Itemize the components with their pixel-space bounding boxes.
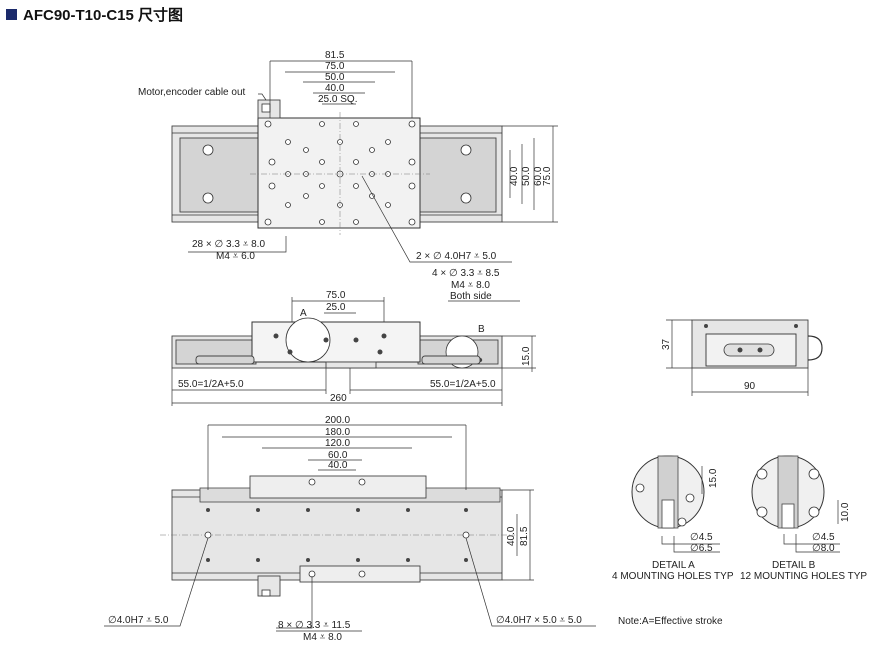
bottom-dim-180: 180.0 [325,427,350,438]
side-note-1: 4 × ∅ 3.3 ⩡ 8.5 [432,268,500,279]
front-carriage [251,321,421,363]
top-dim-25-sq: 25.0 SQ. [318,94,357,105]
front-dim-right: 55.0=1/2A+5.0 [430,379,496,390]
bottom-pin-left: ∅4.0H7 ⩡ 5.0 [108,615,169,626]
top-holes-note-1: 28 × ∅ 3.3 ⩡ 8.0 [192,239,265,250]
bottom-dim-200: 200.0 [325,415,350,426]
front-dim-left: 55.0=1/2A+5.0 [178,379,244,390]
top-dim-50-0: 50.0 [325,72,345,83]
detail-b: 10.0 ∅4.5 ∅8.0 DETAIL B 12 MOUNTING HOLE… [740,455,867,582]
front-dim-15: 15.0 [521,346,532,366]
top-dim-v-50: 50.0 [521,166,532,186]
front-dim-25: 25.0 [326,302,346,313]
end-dim-90: 90 [744,381,756,392]
detail-a-dim-15: 15.0 [708,468,719,488]
side-note-2: M4 ⩡ 8.0 [451,280,490,291]
label-a: A [300,308,307,319]
top-rail-right-window [419,137,497,213]
detail-b-d1: ∅4.5 [812,532,835,543]
detail-b-d2: ∅8.0 [812,543,835,554]
bottom-holes-note-2: M4 ⩡ 8.0 [303,632,342,643]
cable-label: Motor,encoder cable out [138,87,246,98]
top-holes-note-2: M4 ⩡ 6.0 [216,251,255,262]
bottom-dim-40: 40.0 [328,460,348,471]
detail-a-circle [285,317,331,363]
detail-a-d2: ∅6.5 [690,543,713,554]
detail-a-title: DETAIL A [652,560,695,571]
top-dim-v-75: 75.0 [542,166,553,186]
drawing-title: AFC90-T10-C15 尺寸图 [6,4,183,25]
top-dim-81-5: 81.5 [325,50,345,61]
title-text: AFC90-T10-C15 尺寸图 [23,7,184,24]
bottom-dim-v-81-5: 81.5 [519,526,530,546]
bottom-carriage-top [249,475,427,499]
bottom-holes-note-1: 8 × ∅ 3.3 ⩡ 11.5 [278,620,351,631]
bottom-dim-120: 120.0 [325,438,350,449]
detail-b-title: DETAIL B [772,560,816,571]
end-dim-37: 37 [661,338,672,350]
top-carriage-holes [264,120,416,226]
detail-a-d1: ∅4.5 [690,532,713,543]
front-view: A B 75.0 25.0 55.0=1/2A+5.0 55.0=1/2A+5.… [171,290,536,406]
side-note-3: Both side [450,291,492,302]
bottom-pin-right: ∅4.0H7 × 5.0 ⩡ 5.0 [496,615,582,626]
front-dim-75: 75.0 [326,290,346,301]
bottom-dim-v-40: 40.0 [506,526,517,546]
top-dim-75-0: 75.0 [325,61,345,72]
detail-b-dim-10: 10.0 [840,502,851,522]
label-b: B [478,324,485,335]
detail-a-caption: 4 MOUNTING HOLES TYP [612,571,734,582]
front-dim-260: 260 [330,393,347,404]
top-dim-40-0: 40.0 [325,83,345,94]
top-dim-v-60: 60.0 [533,166,544,186]
top-pin-note: 2 × ∅ 4.0H7 ⩡ 5.0 [416,251,497,262]
top-view: 81.5 75.0 50.0 40.0 25.0 SQ. 40.0 50.0 6… [138,50,558,302]
stroke-note: Note:A=Effective stroke [618,616,723,627]
detail-b-caption: 12 MOUNTING HOLES TYP [740,571,867,582]
top-rail-left-window [179,137,259,213]
bottom-holes [204,478,470,578]
detail-a: 15.0 ∅4.5 ∅6.5 DETAIL A 4 MOUNTING HOLES… [612,455,734,582]
top-dim-v-40: 40.0 [509,166,520,186]
bottom-view: 200.0 180.0 120.0 60.0 40.0 40.0 81.5 ∅4… [104,415,596,643]
end-view: 37 90 [661,319,823,396]
bottom-dim-60: 60.0 [328,450,348,461]
title-square-icon [6,9,17,20]
